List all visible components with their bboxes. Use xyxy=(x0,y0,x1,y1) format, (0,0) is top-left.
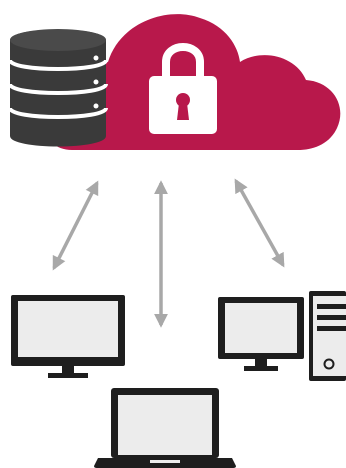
laptop-icon xyxy=(94,388,236,468)
double-arrow-icon xyxy=(234,178,285,268)
double-arrow-icon xyxy=(52,180,99,271)
monitor-icon xyxy=(11,295,125,378)
database-icon xyxy=(8,29,108,147)
connection-arrows xyxy=(52,178,285,328)
padlock-icon xyxy=(149,43,217,134)
desktop-pc-icon xyxy=(218,291,346,381)
